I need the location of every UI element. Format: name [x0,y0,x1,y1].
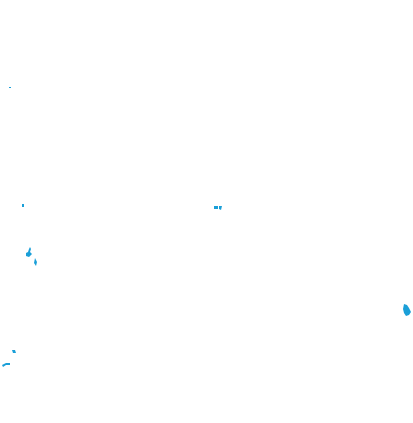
island-8 [2,363,10,367]
island-4 [26,247,32,257]
island-2 [22,204,24,207]
island-7 [12,350,16,353]
island-6 [403,304,411,316]
island-1 [9,87,11,88]
island-5 [34,258,37,266]
island-layer [2,87,411,367]
island-3 [214,206,222,210]
